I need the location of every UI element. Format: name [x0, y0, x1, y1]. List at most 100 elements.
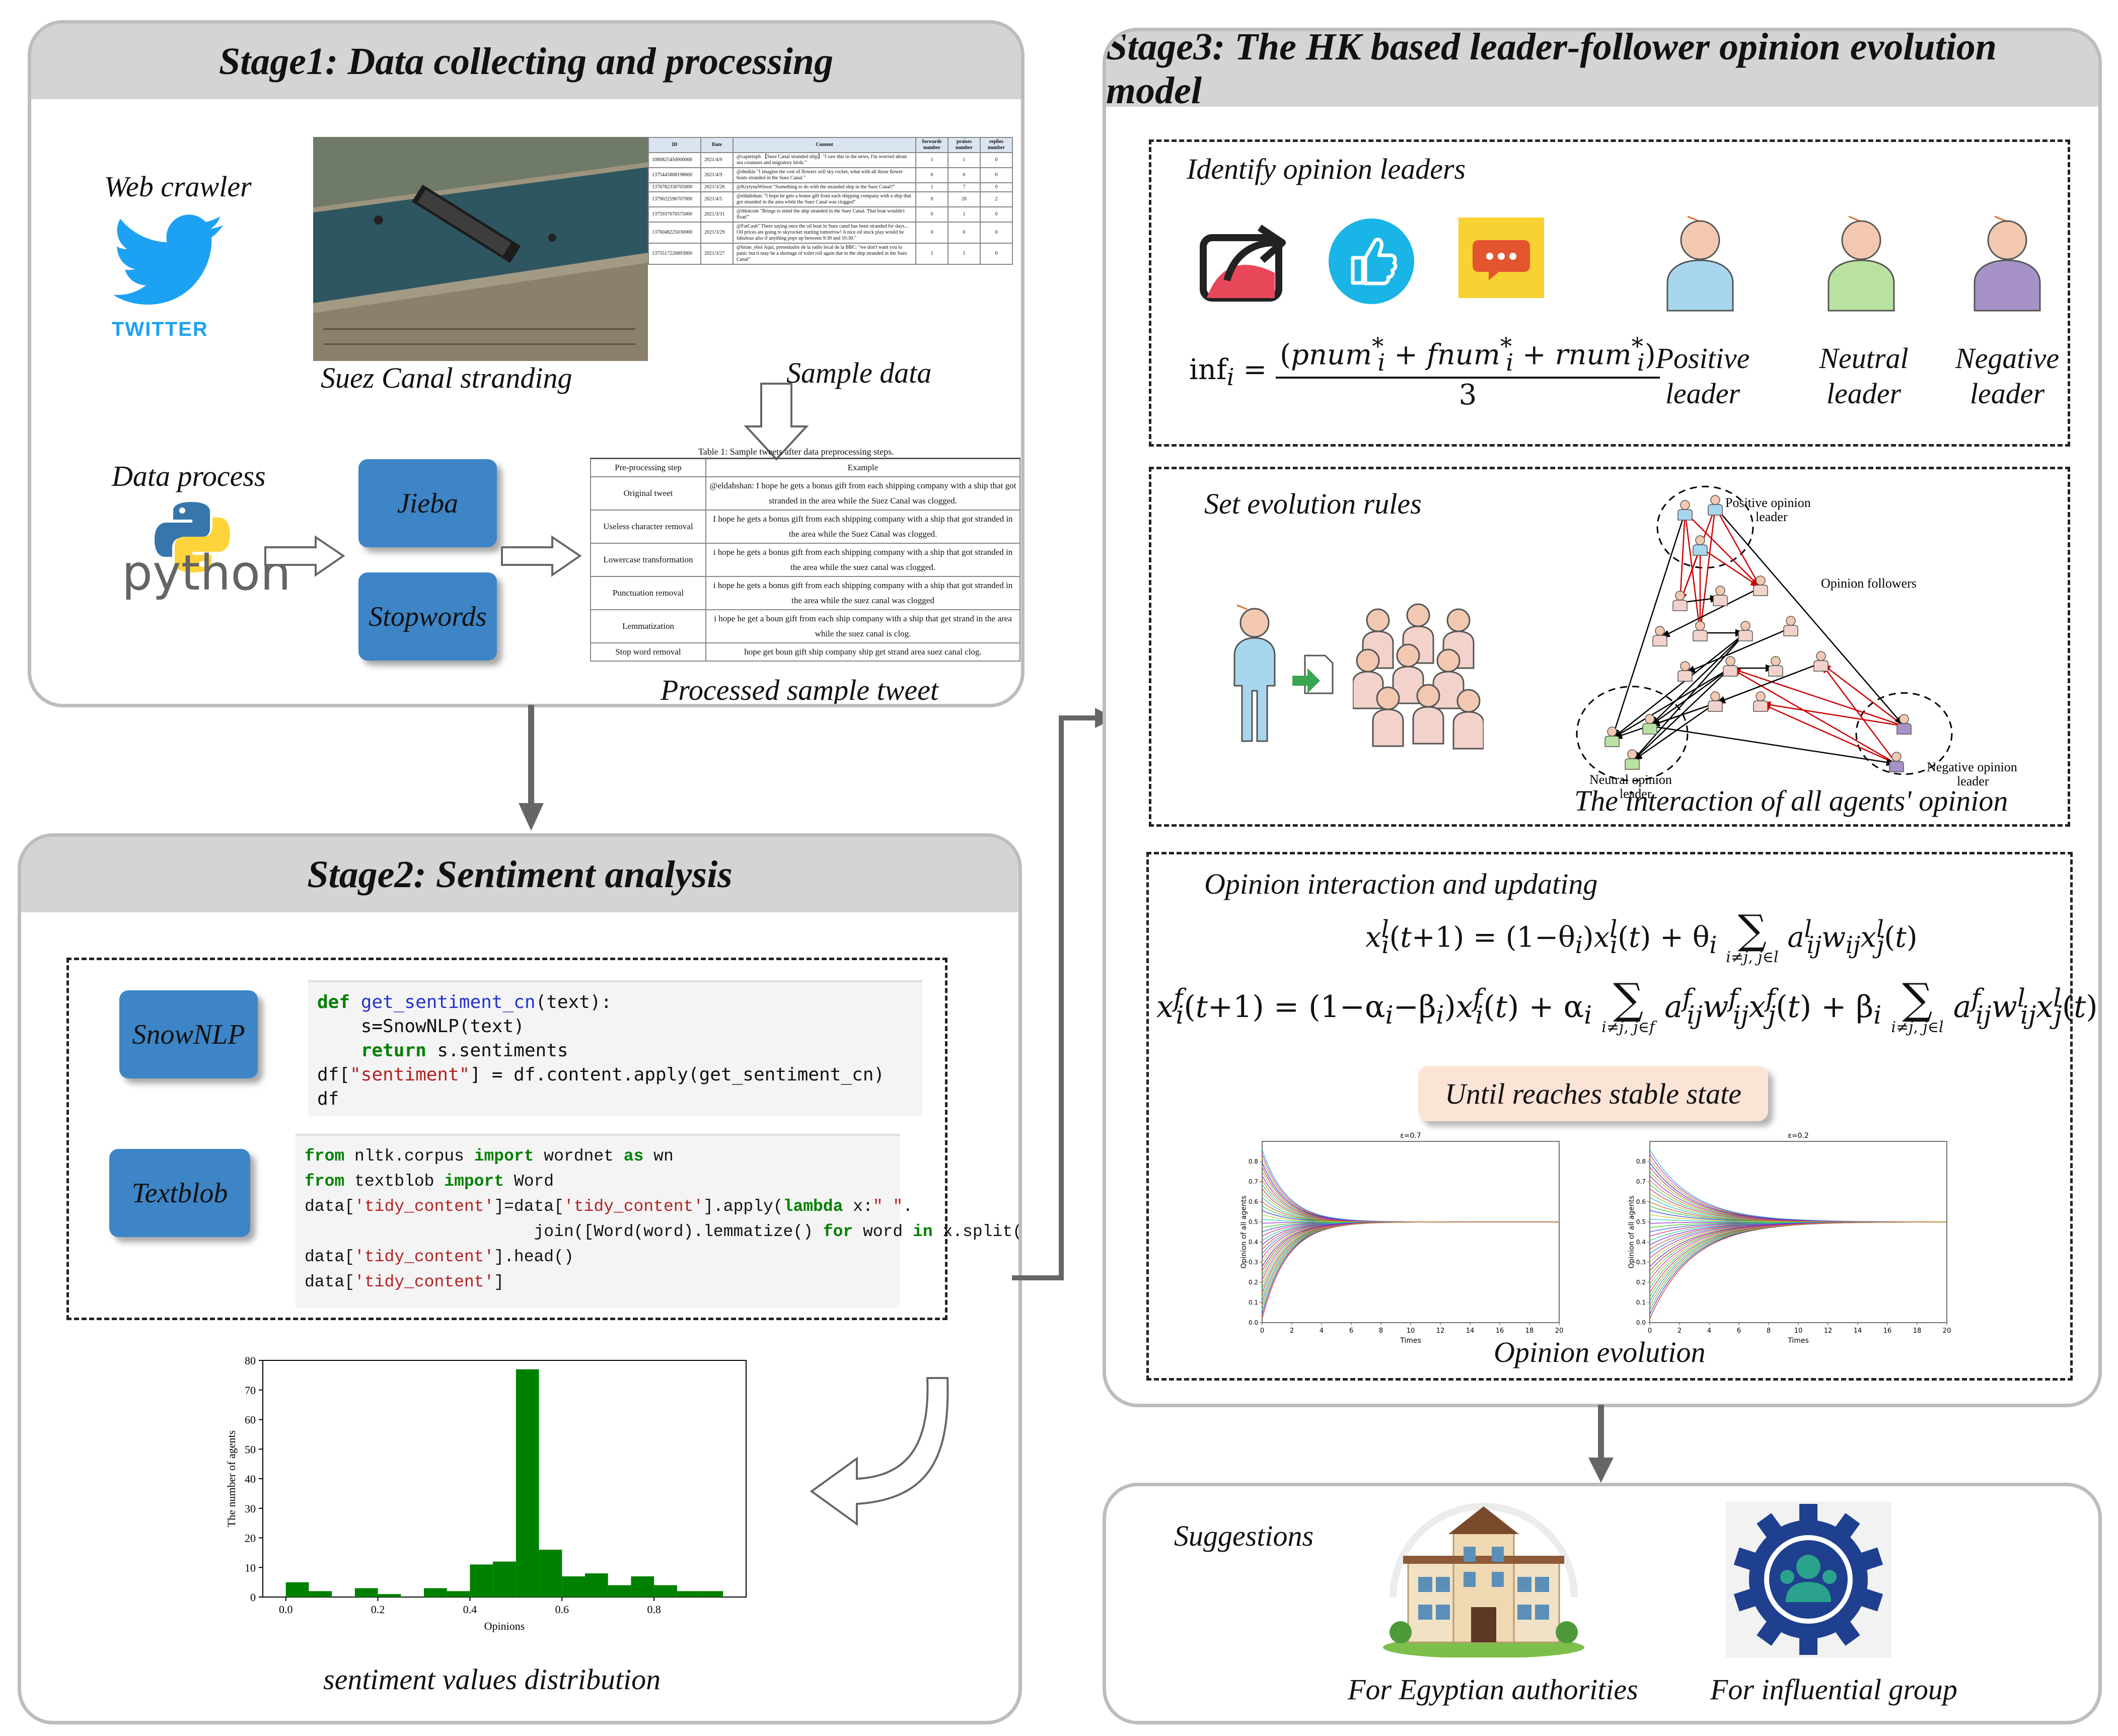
follower-node — [1768, 656, 1783, 677]
textblob-code: from nltk.corpus import wordnet as wn fr… — [296, 1134, 1018, 1308]
gear-tooth — [1858, 1587, 1883, 1612]
gear-tooth — [1757, 1619, 1783, 1646]
th-content: Content — [733, 137, 916, 153]
sample-cell: 1 — [947, 152, 981, 168]
web-crawler-label: Web crawler — [104, 170, 252, 203]
code-box — [66, 958, 947, 1320]
evo-x-tick-label: 8 — [1379, 1327, 1383, 1335]
stopwords-box: Stopwords — [358, 572, 497, 661]
network-edge — [1649, 725, 1897, 766]
sample-cell: 2021/3/27 — [700, 243, 734, 265]
until-stable-box: Until reaches stable state — [1418, 1066, 1768, 1121]
neutral-leader-icon — [1828, 215, 1895, 312]
y-tick-label: 80 — [245, 1354, 256, 1367]
sample-cell: 0 — [915, 206, 948, 223]
stage2-title: Stage2: Sentiment analysis — [21, 837, 1018, 912]
negative-leader-icon — [1974, 215, 2041, 312]
network-edge — [1676, 512, 1686, 603]
proc-cell: Stop word removal — [590, 642, 706, 662]
neutral-leader-node — [1625, 749, 1640, 770]
evo-x-tick-label: 6 — [1737, 1327, 1741, 1335]
government-building-icon — [1383, 1503, 1584, 1657]
follower-node — [1652, 626, 1667, 646]
evo-x-tick-label: 0 — [1260, 1327, 1264, 1335]
evo-y-tick-label: 0.1 — [1636, 1299, 1646, 1306]
evo-title: ε=0.7 — [1400, 1132, 1421, 1140]
sample-cell: 1 — [947, 243, 981, 265]
positive-leader-node — [1677, 500, 1693, 521]
evo-y-tick-label: 0.2 — [1636, 1279, 1646, 1286]
network-edge — [1685, 627, 1791, 674]
evo-y-tick-label: 0.1 — [1249, 1299, 1258, 1306]
network-edge — [1649, 702, 1716, 727]
sample-cell: 7 — [947, 182, 981, 192]
sample-cell: 2021/3/26 — [700, 182, 734, 192]
sample-cell: 1 — [915, 182, 948, 192]
sample-cell: 1375937670575000 — [648, 206, 701, 223]
sample-cell: 1080825450000000 — [648, 152, 701, 168]
evo-x-tick-label: 12 — [1824, 1327, 1833, 1335]
sample-cell: 1375445808198000 — [648, 167, 701, 183]
follower-node — [1672, 591, 1688, 611]
follower-update-formula: xfi(t+1) = (1−αi−βi)xfi(t) + αi ∑i≠j, j∈… — [1156, 974, 2098, 1036]
like-icon — [1329, 219, 1414, 304]
evo-x-tick-label: 0 — [1648, 1327, 1652, 1335]
hist-bar — [654, 1585, 677, 1597]
interaction-caption: The interaction of all agents' opinion — [1574, 784, 2008, 817]
hist-caption: sentiment values distribution — [323, 1663, 661, 1696]
evo-x-tick-label: 8 — [1767, 1327, 1771, 1335]
sample-data-table: ID Date Content forwards number praises … — [648, 137, 1013, 265]
follower-node — [1753, 691, 1768, 712]
file-transfer-icon — [1292, 655, 1334, 694]
crowd-person-icon — [1353, 648, 1384, 709]
sample-cell: 2021/4/5 — [700, 191, 734, 207]
sample-cell: 0 — [915, 191, 948, 207]
sample-cell: @dmikin "I imagine the cost of flowers w… — [733, 167, 916, 183]
sample-cell: 1 — [915, 152, 948, 168]
th-date: Date — [700, 137, 734, 153]
proc-cell: hope get boun gift ship company ship get… — [705, 642, 1020, 662]
positive-leader-icon — [1666, 215, 1734, 312]
network-edge — [1649, 632, 1746, 727]
th-replies: replies number — [980, 137, 1013, 153]
sample-cell: @brian_eboi Aqui, presentador de la radi… — [733, 243, 916, 265]
evo-x-tick-label: 2 — [1677, 1327, 1682, 1335]
crowd-person-icon — [1372, 686, 1404, 747]
proc-th-step: Pre-processing step — [590, 458, 706, 477]
sample-cell: 1375517226893000 — [648, 243, 701, 265]
evo-x-tick-label: 2 — [1290, 1327, 1294, 1335]
interaction-box — [1146, 852, 2073, 1381]
y-tick-label: 40 — [245, 1473, 256, 1485]
sample-cell: 0 — [980, 206, 1013, 223]
evo-y-tick-label: 0.5 — [1249, 1218, 1258, 1225]
evo-x-tick-label: 20 — [1943, 1327, 1951, 1335]
th-id: ID — [648, 137, 701, 153]
proc-table-caption: Table 1: Sample tweets after data prepro… — [698, 447, 894, 457]
network-edge — [1697, 507, 1716, 633]
proc-cell: Lemmatization — [590, 609, 706, 643]
sample-cell: 1 — [915, 243, 948, 265]
sample-cell: 1379022596707000 — [648, 191, 701, 207]
sample-caption: Sample data — [786, 356, 932, 389]
x-tick-label: 0.2 — [371, 1603, 385, 1616]
network-edge — [1820, 663, 1905, 727]
hist-bar — [285, 1582, 309, 1597]
proc-row: Original tweet@eldahshan: I hope he gets… — [590, 476, 1020, 511]
follower-node — [1693, 621, 1708, 641]
proc-cell: Useless character removal — [590, 510, 706, 544]
network-edge — [1659, 587, 1761, 639]
hist-bar — [354, 1588, 378, 1597]
sample-cell: @capteinph 【Suez Canal stranded ship】"I … — [733, 152, 916, 168]
evo-y-tick-label: 0.0 — [1249, 1319, 1258, 1326]
evo-y-tick-label: 0.0 — [1636, 1319, 1646, 1326]
follower-node — [1677, 661, 1693, 682]
evo-x-tick-label: 6 — [1349, 1327, 1353, 1335]
leader-update-formula: xli(t+1) = (1−θi)xli(t) + θi ∑i≠j, j∈l a… — [1365, 906, 1918, 966]
network-edge — [1632, 668, 1731, 762]
evo-y-tick-label: 0.6 — [1636, 1198, 1646, 1205]
